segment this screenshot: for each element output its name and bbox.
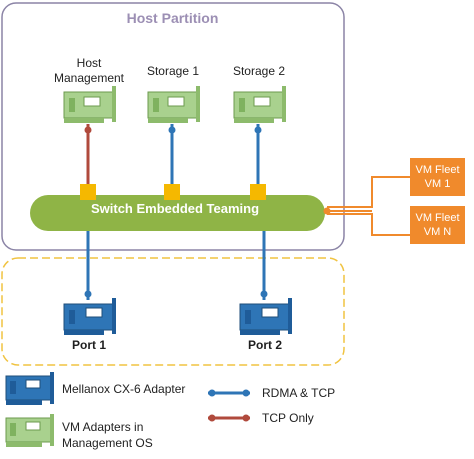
- physical-ports-box: [1, 257, 345, 366]
- vm-link-n: [327, 213, 410, 236]
- vm-link-1: [327, 176, 410, 208]
- vm-n-line2: VM N: [423, 226, 452, 238]
- physical-card-port-2: [239, 298, 292, 335]
- port-label-1: Port 1: [72, 338, 107, 352]
- vnic-card-storage-1: [147, 86, 200, 123]
- physical-card-port-1: [63, 298, 116, 335]
- vnic-card-host-management: [63, 86, 116, 123]
- vnic-label-storage-1: Storage 1: [146, 64, 200, 78]
- port-label-2: Port 2: [248, 338, 283, 352]
- set-bar: [30, 195, 325, 231]
- vnic-label-storage-2: Storage 2: [232, 64, 286, 78]
- vnic-label-host-management: Host Management: [53, 56, 125, 85]
- set-label: Switch Embedded Teaming: [90, 201, 260, 216]
- set-connector-1: [80, 184, 96, 200]
- vm-1-line1: VM Fleet: [415, 164, 460, 176]
- vm-1-line2: VM 1: [424, 178, 451, 190]
- legend-mellanox-label: Mellanox CX-6 Adapter: [62, 382, 186, 396]
- vm-box-n: VM Fleet VM N: [410, 206, 465, 244]
- link-port-2-dot: [260, 290, 268, 298]
- set-connector-3: [250, 184, 266, 200]
- set-connector-2: [164, 184, 180, 200]
- vm-n-line1: VM Fleet: [415, 212, 460, 224]
- link-host-management-dot: [84, 126, 92, 134]
- legend-tcp-only-label: TCP Only: [262, 411, 314, 425]
- legend-mellanox-icon: [5, 372, 54, 405]
- host-partition-title: Host Partition: [126, 10, 219, 26]
- legend-vm-adapter-icon: [5, 414, 54, 447]
- vnic-card-storage-2: [233, 86, 286, 123]
- vm-box-1: VM Fleet VM 1: [410, 158, 465, 196]
- legend-rdma-tcp-icon: [208, 389, 250, 397]
- legend-vm-adapters-label-2: Management OS: [62, 436, 153, 450]
- legend-tcp-only-icon: [208, 414, 250, 422]
- link-storage-1-dot: [168, 126, 176, 134]
- legend-rdma-tcp-label: RDMA & TCP: [262, 386, 336, 400]
- link-port-1-dot: [84, 290, 92, 298]
- link-storage-2-dot: [254, 126, 262, 134]
- legend-vm-adapters-label-1: VM Adapters in: [62, 420, 144, 434]
